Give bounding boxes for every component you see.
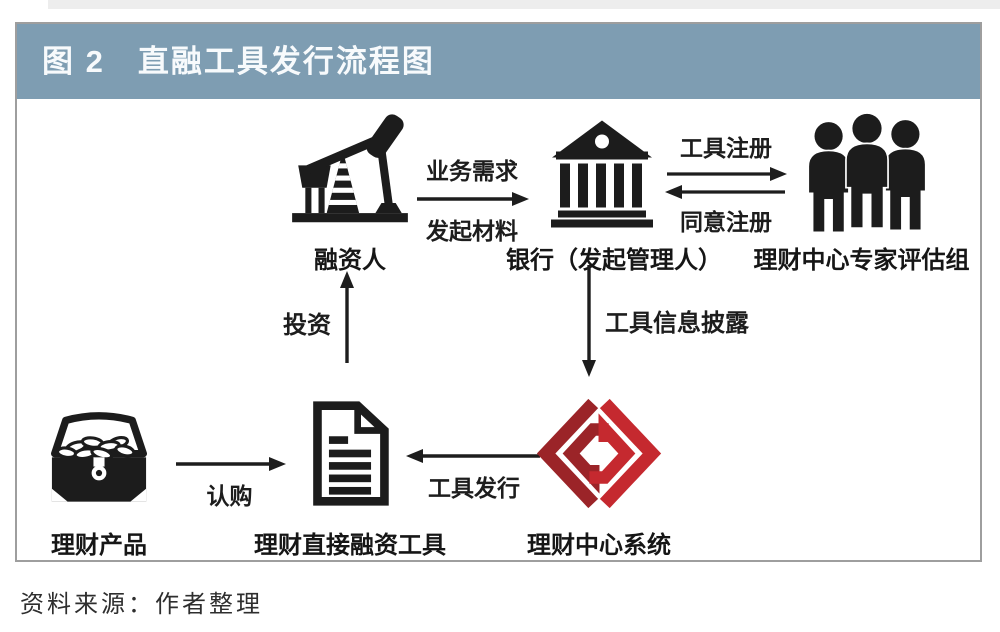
financier-label: 融资人 bbox=[314, 247, 386, 274]
tool-register-label: 工具注册 bbox=[680, 135, 772, 161]
edge-bank-experts: 工具注册 同意注册 bbox=[662, 129, 790, 237]
info-disclosure-label: 工具信息披露 bbox=[605, 310, 749, 337]
bank-building-icon bbox=[551, 120, 653, 228]
people-group-icon bbox=[807, 112, 927, 234]
pumpjack-icon bbox=[292, 114, 408, 223]
invest-label: 投资 bbox=[283, 312, 331, 339]
instrument-label: 理财直接融资工具 bbox=[254, 532, 446, 559]
arrow-left-icon bbox=[665, 185, 785, 199]
business-demand-label: 业务需求 bbox=[426, 158, 518, 184]
arrow-left-icon bbox=[406, 449, 540, 463]
subscribe-label: 认购 bbox=[206, 483, 253, 509]
center-system-label: 理财中心系统 bbox=[527, 532, 671, 559]
product-label: 理财产品 bbox=[51, 532, 147, 559]
arrow-right-icon bbox=[667, 167, 787, 181]
arrow-up-icon bbox=[340, 271, 354, 363]
source-note: 资料来源：作者整理 bbox=[20, 591, 263, 618]
arrow-right-icon bbox=[417, 192, 529, 206]
edge-product-instrument: 认购 bbox=[172, 456, 287, 511]
diagram-canvas: 融资人 银行（发起管理人） bbox=[17, 99, 980, 559]
treasure-chest-icon bbox=[51, 412, 147, 502]
arrow-down-icon bbox=[582, 265, 596, 377]
experts-label: 理财中心专家评估组 bbox=[753, 247, 970, 274]
tool-issue-label: 工具发行 bbox=[428, 475, 520, 501]
wealth-center-logo-icon bbox=[536, 398, 662, 509]
document-icon bbox=[313, 401, 389, 506]
edge-center-instrument: 工具发行 bbox=[404, 448, 544, 503]
agree-register-label: 同意注册 bbox=[680, 209, 772, 235]
arrow-right-icon bbox=[175, 457, 286, 471]
figure-frame: 图 2 直融工具发行流程图 bbox=[15, 22, 982, 562]
bank-label: 银行（发起管理人） bbox=[506, 247, 722, 274]
initiate-materials-label: 发起材料 bbox=[426, 218, 518, 244]
edge-financier-bank: 业务需求 发起材料 bbox=[413, 152, 531, 246]
top-edge-strip bbox=[48, 0, 1000, 9]
figure-title: 图 2 直融工具发行流程图 bbox=[17, 24, 980, 99]
